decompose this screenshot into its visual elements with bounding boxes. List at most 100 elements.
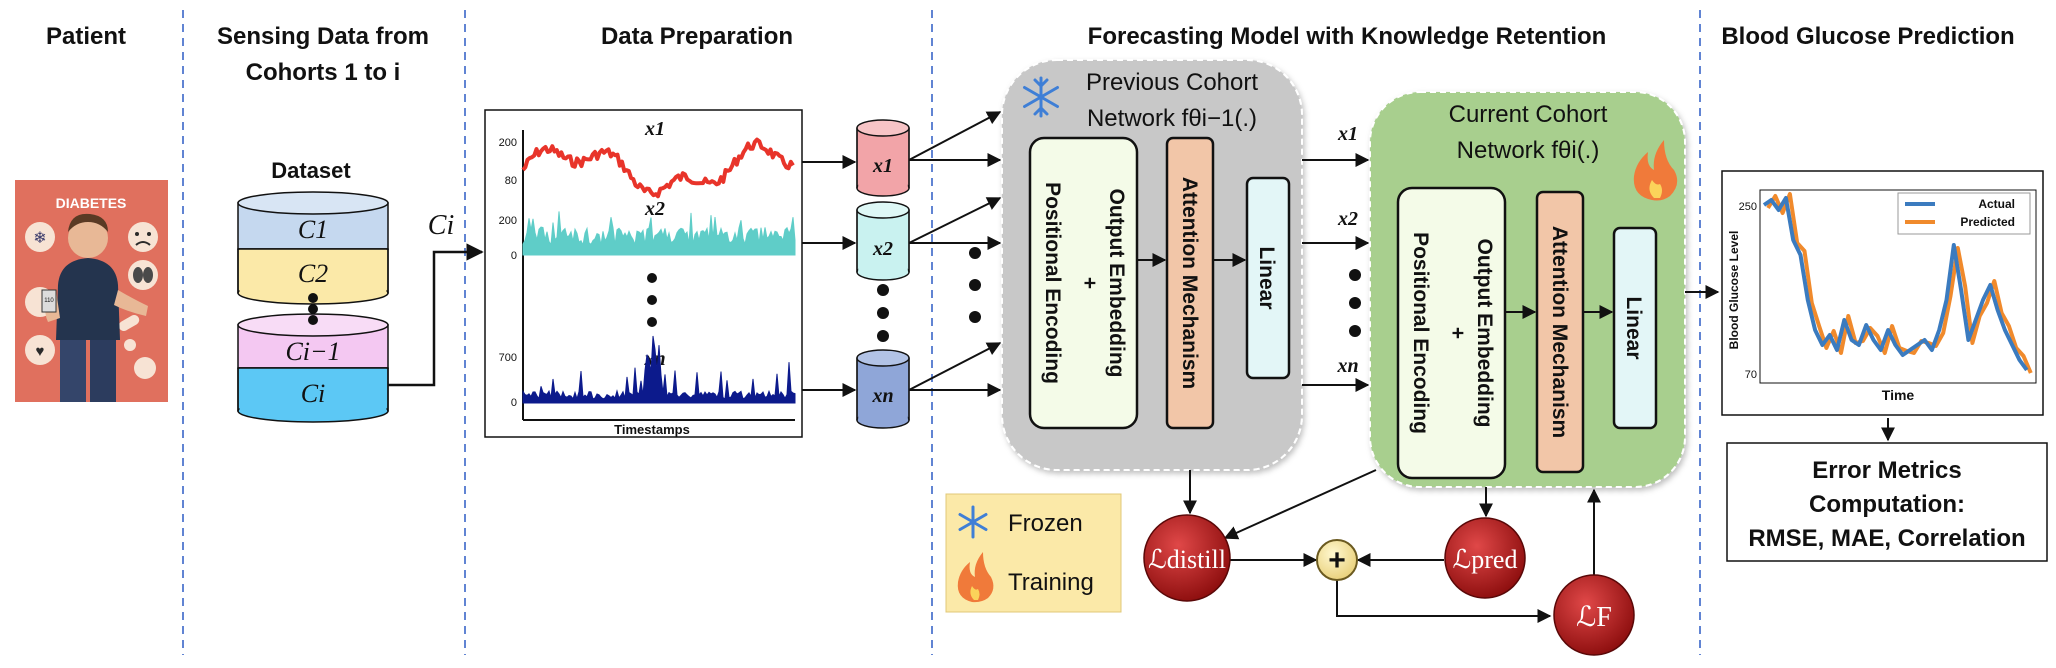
cohort-c2-label: C2 (298, 259, 328, 288)
glucose-meter-icon (41, 289, 57, 313)
svg-text:♥: ♥ (36, 343, 45, 360)
prediction-xlabel: Time (1882, 387, 1915, 403)
loss-pred-node (1444, 517, 1526, 599)
current-network-title-line2: Network fθi(.) (1457, 137, 1600, 164)
prev-attention-label: Attention Mechanism (1178, 177, 1201, 389)
input-xn-label: xn (871, 385, 893, 407)
patient-figure: 110 (41, 213, 148, 402)
header-sensing-line1: Sensing Data from (217, 23, 429, 50)
loss-distill-node (1143, 514, 1231, 602)
legend-flame-icon (957, 552, 994, 603)
previous-network-title-line2: Network fθi−1(.) (1087, 105, 1257, 132)
arrow-x1-to-prev-a (908, 111, 1002, 161)
curr-attention-label: Attention Mechanism (1548, 226, 1571, 438)
input-x1-cylinder (856, 119, 910, 197)
legend-predicted-label: Predicted (1960, 215, 2015, 229)
dataset-cylinders (237, 191, 389, 423)
x1-series-line (521, 137, 795, 199)
metrics-line1: Error Metrics (1812, 457, 1961, 484)
patient-card-title: DIABETES (56, 195, 127, 211)
metrics-box (1726, 442, 2048, 562)
snowflake-badge-icon: ❄ (25, 222, 55, 252)
prev-attention-block (1165, 136, 1215, 430)
data-prep-panel (484, 109, 803, 438)
sad-face-badge-icon (128, 222, 158, 252)
data-prep-ellipsis (647, 273, 657, 327)
x1-tick-200: 200 (499, 137, 517, 149)
loss-final-label: ℒF (1576, 602, 1612, 633)
header-forecasting: Forecasting Model with Knowledge Retenti… (1088, 23, 1607, 50)
curr-embedding-line1: Output Embedding (1473, 239, 1496, 428)
patient-card: DIABETES ❄ ♥ (15, 180, 168, 402)
flow-x1-label: x1 (1337, 123, 1358, 145)
header-data-prep: Data Preparation (601, 23, 793, 50)
input-ellipsis (877, 284, 889, 342)
input-x2-cylinder (856, 201, 910, 281)
arrow-x2-to-prev-a (908, 197, 1002, 244)
prev-linear-block (1245, 176, 1291, 380)
header-patient: Patient (46, 23, 126, 50)
curr-attention-block (1535, 190, 1585, 474)
curr-linear-block (1612, 226, 1658, 430)
dataset-title: Dataset (271, 158, 351, 183)
curr-embedding-plus: + (1446, 327, 1469, 339)
ci-arrow (388, 243, 484, 387)
flow-x2-label: x2 (1337, 208, 1358, 230)
loss-pred-label: ℒpred (1453, 545, 1518, 574)
legend-frozen-label: Frozen (1008, 510, 1083, 537)
loss-sum-node (1316, 539, 1358, 581)
legend-actual-label: Actual (1978, 197, 2015, 211)
dataset-ellipsis (308, 293, 318, 325)
ci-arrow-label: Ci (428, 210, 454, 241)
loss-sum-plus-icon: + (1328, 544, 1346, 577)
x2-series-area (522, 211, 796, 256)
curr-linear-label: Linear (1622, 296, 1645, 359)
cohort-ci-1-label: Ci−1 (285, 337, 340, 366)
loss-distill-label: ℒdistill (1148, 545, 1226, 574)
pills-badge-icon (118, 315, 156, 379)
flame-icon (1633, 140, 1678, 201)
xn-tick-0: 0 (511, 397, 517, 409)
prediction-ytick-250: 250 (1739, 201, 1757, 213)
cohort-ci-label: Ci (301, 379, 326, 408)
arrow-xn-to-prev-a (908, 342, 1002, 391)
input-x2-label: x2 (872, 238, 893, 260)
x2-tick-0: 0 (511, 250, 517, 262)
prediction-legend-box (1897, 192, 2031, 235)
curr-embedding-block (1396, 186, 1507, 480)
legend-snowflake-icon (958, 505, 988, 539)
prediction-ylabel: Blood Glucose Level (1727, 231, 1741, 350)
kidney-badge-icon (128, 260, 158, 290)
x1-tick-80: 80 (505, 175, 517, 187)
header-bg-prediction: Blood Glucose Prediction (1721, 23, 2014, 50)
data-prep-xlabel: Timestamps (614, 422, 690, 437)
curr-embedding-line2: Positional Encoding (1409, 232, 1432, 434)
svg-text:❄: ❄ (33, 230, 46, 247)
prev-linear-label: Linear (1255, 246, 1278, 309)
metrics-line3: RMSE, MAE, Correlation (1748, 525, 2025, 552)
arrow-curr-to-distill (1223, 469, 1377, 540)
prediction-ytick-70: 70 (1745, 369, 1757, 381)
arrow-ellipsis (969, 247, 981, 323)
prev-embedding-line2: Positional Encoding (1041, 182, 1064, 384)
x2-tick-200: 200 (499, 215, 517, 227)
metrics-line2: Computation: (1809, 491, 1965, 518)
xn-tick-700: 700 (499, 352, 517, 364)
x2-series-label: x2 (644, 198, 665, 220)
prev-embedding-plus: + (1078, 277, 1101, 289)
xn-series-area (522, 335, 796, 404)
arrow-plus-to-final (1336, 580, 1552, 623)
prev-embedding-line1: Output Embedding (1105, 189, 1128, 378)
flow-ellipsis (1349, 269, 1361, 337)
previous-network-title-line1: Previous Cohort (1086, 69, 1258, 96)
x1-series-label: x1 (644, 118, 665, 140)
flow-xn-label: xn (1336, 355, 1358, 377)
cohort-c1-label: C1 (298, 215, 328, 244)
cohort-c1-cylinder (237, 191, 389, 250)
current-network-title-line1: Current Cohort (1449, 101, 1608, 128)
heart-badge-icon: ♥ (25, 335, 55, 365)
section-dividers (182, 10, 1701, 655)
input-x1-label: x1 (872, 155, 893, 177)
snowflake-icon (1023, 76, 1059, 118)
